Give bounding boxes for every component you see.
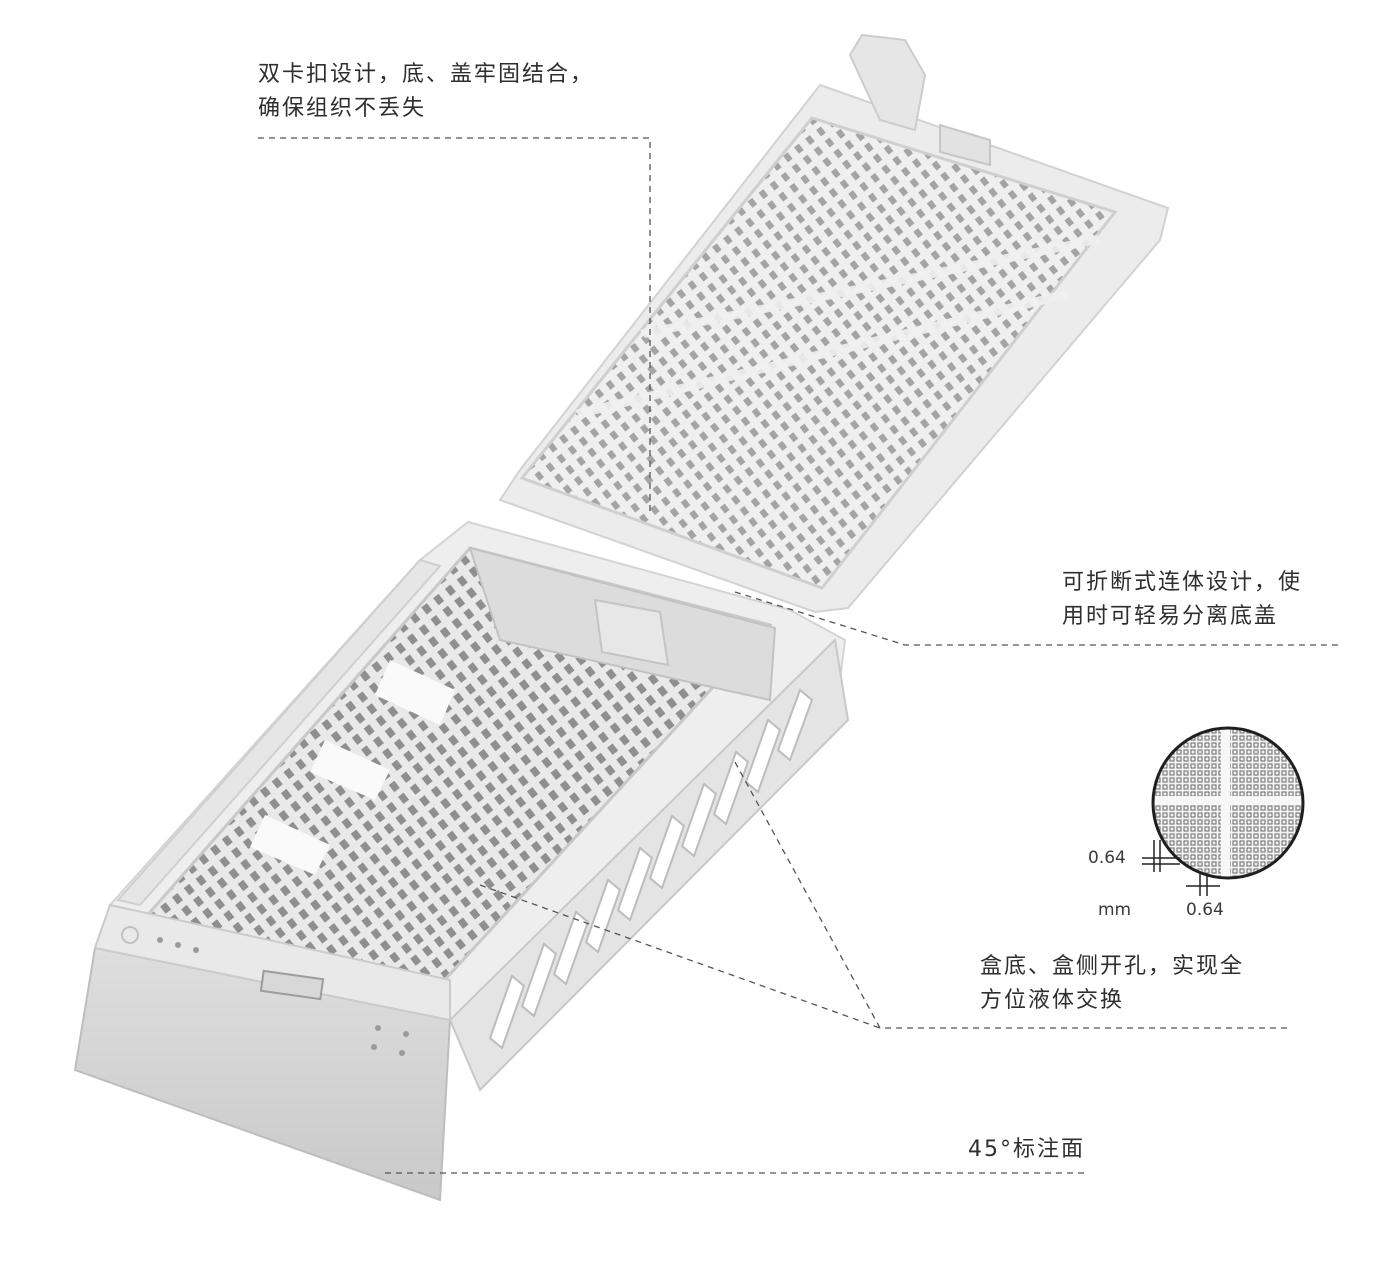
side-wall-slots xyxy=(488,688,814,1050)
cassette-base xyxy=(73,520,850,1202)
leader-holes-1 xyxy=(734,761,1290,1029)
leader-holes-2 xyxy=(479,884,881,1029)
callout-hinge-line2: 用时可轻易分离底盖 xyxy=(1062,604,1279,629)
callout-holes-line2: 方位液体交换 xyxy=(980,988,1125,1013)
leader-lines xyxy=(258,137,1340,1174)
callout-hinge-line1: 可折断式连体设计，使 xyxy=(1062,570,1303,595)
callout-hinge: 可折断式连体设计，使 用时可轻易分离底盖 xyxy=(1062,566,1302,634)
cassette-lid xyxy=(498,33,1170,614)
callout-holes: 盒底、盒侧开孔，实现全 方位液体交换 xyxy=(980,950,1244,1018)
lid-clip-tab xyxy=(848,33,927,132)
callout-clip-line2: 确保组织不丢失 xyxy=(258,96,427,121)
dimension-vertical-label: 0.64 xyxy=(1088,848,1126,868)
dimension-unit-label: mm xyxy=(1098,900,1132,920)
callout-holes-line1: 盒底、盒侧开孔，实现全 xyxy=(980,954,1245,979)
callout-angle: 45°标注面 xyxy=(968,1133,1085,1167)
callout-clip-line1: 双卡扣设计，底、盖牢固结合， xyxy=(258,62,595,87)
leader-clip xyxy=(258,137,651,515)
leader-hinge xyxy=(734,591,1340,646)
mesh-detail-magnifier xyxy=(1142,726,1305,896)
dimension-horizontal-label: 0.64 xyxy=(1186,900,1224,920)
callout-angle-line1: 45°标注面 xyxy=(968,1137,1085,1162)
callout-clip: 双卡扣设计，底、盖牢固结合， 确保组织不丢失 xyxy=(258,58,594,126)
base-clip xyxy=(593,598,670,667)
